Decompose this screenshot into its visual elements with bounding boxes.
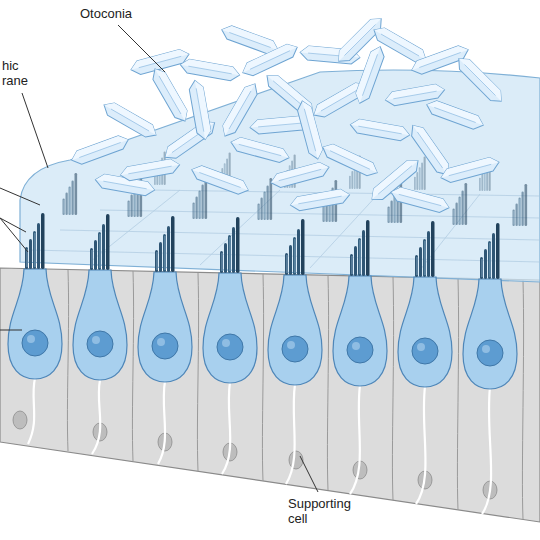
part-label: Supporting cell [288, 496, 366, 526]
part-label: Otoconia [80, 6, 160, 21]
part-label: hic rane [2, 58, 32, 88]
